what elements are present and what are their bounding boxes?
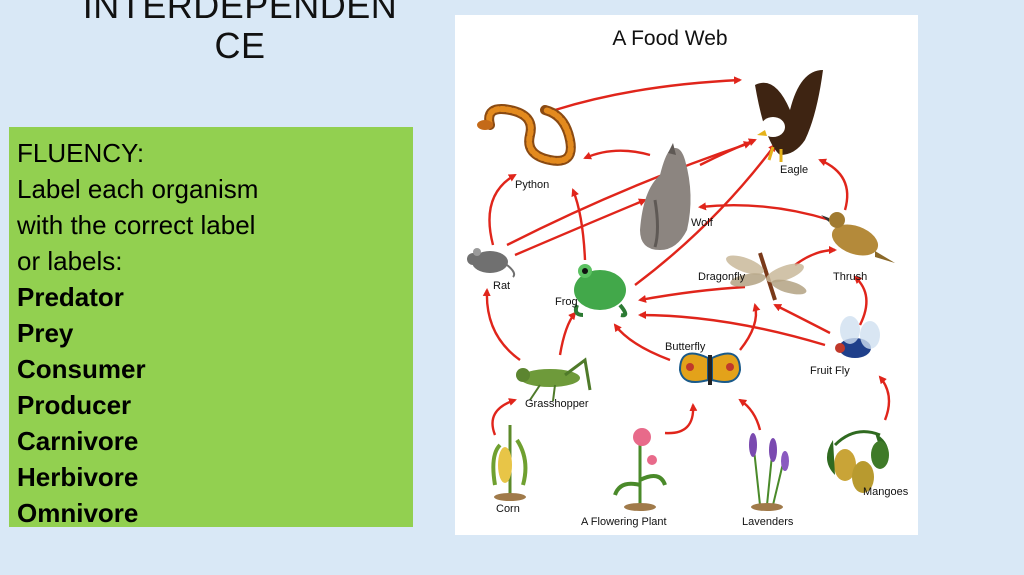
arrow-rat-eagle [506,141,752,247]
term-omnivore: Omnivore [17,498,139,528]
fluency-panel: FLUENCY: Label each organism with the co… [9,127,413,528]
label-fruit-fly: Fruit Fly [810,365,850,377]
arrow-butterfly-dragonfly [739,303,761,351]
arrow-fruitfly-frog [638,311,826,347]
slide-title-line-1: INTERDEPENDEN [82,0,398,26]
arrow-rat-python [488,173,517,246]
arrow-mangoes-fruitfly [878,375,891,421]
lavenders-icon [749,433,789,511]
arrow-python-eagle [554,76,742,112]
term-consumer: Consumer [17,354,146,384]
python-icon [477,104,576,166]
food-web-arrows [482,76,891,436]
panel-heading: FLUENCY: [17,138,145,168]
label-lavenders: Lavenders [742,516,794,528]
arrow-dragonfly-frog [638,285,746,303]
arrow-rat-wolf [514,198,647,257]
dragonfly-icon [726,252,807,301]
label-mangoes: Mangoes [863,486,909,498]
label-frog: Frog [555,296,578,308]
label-eagle: Eagle [780,164,808,176]
slide-title-line-2: CE [214,25,266,66]
arrow-fruitfly-dragonfly [773,303,831,335]
arrow-grasshopper-frog [558,311,577,356]
term-carnivore: Carnivore [17,426,139,456]
term-herbivore: Herbivore [17,462,139,492]
label-wolf: Wolf [691,217,714,229]
label-dragonfly: Dragonfly [698,271,746,283]
arrow-butterfly-frog [613,323,671,362]
label-python: Python [515,179,549,191]
frog-icon [573,264,628,318]
arrow-grasshopper-rat [482,288,521,361]
food-web-figure: A Food Web [455,15,918,535]
term-prey: Prey [17,318,74,348]
food-web-diagram: A Food Web [467,27,909,528]
mangoes-icon [826,430,889,493]
label-flowering-plant: A Flowering Plant [581,516,667,528]
label-thrush: Thrush [833,271,867,283]
rat-icon [467,248,516,278]
food-web-title: A Food Web [612,27,727,50]
wolf-icon [640,143,691,250]
eagle-icon [755,70,823,162]
label-corn: Corn [496,503,520,515]
term-predator: Predator [17,282,124,312]
arrow-thrush-wolf [698,202,831,222]
instruction-line-3: or labels: [17,246,123,276]
arrow-frog-python [571,188,587,261]
arrow-plant-butterfly [664,403,698,435]
flowering-plant-icon [613,428,667,511]
slide-title: INTERDEPENDEN CE [60,0,420,66]
label-rat: Rat [493,280,510,292]
corn-icon [491,425,528,501]
arrow-lavenders-butterfly [738,398,762,431]
butterfly-icon [678,352,742,385]
label-grasshopper: Grasshopper [525,398,589,410]
arrow-dragonfly-thrush [794,246,837,266]
term-producer: Producer [17,390,132,420]
arrow-corn-grasshopper [491,398,517,436]
label-butterfly: Butterfly [665,341,706,353]
instruction-line-1: Label each organism [17,174,259,204]
arrow-fruitfly-thrush [853,275,868,326]
arrow-wolf-python [583,149,651,160]
fruit-fly-icon [835,316,880,358]
instruction-line-2: with the correct label [17,210,256,240]
arrow-frog-eagle [634,143,777,286]
grasshopper-icon [516,357,592,402]
arrow-thrush-eagle [818,158,849,211]
thrush-icon [821,212,895,263]
